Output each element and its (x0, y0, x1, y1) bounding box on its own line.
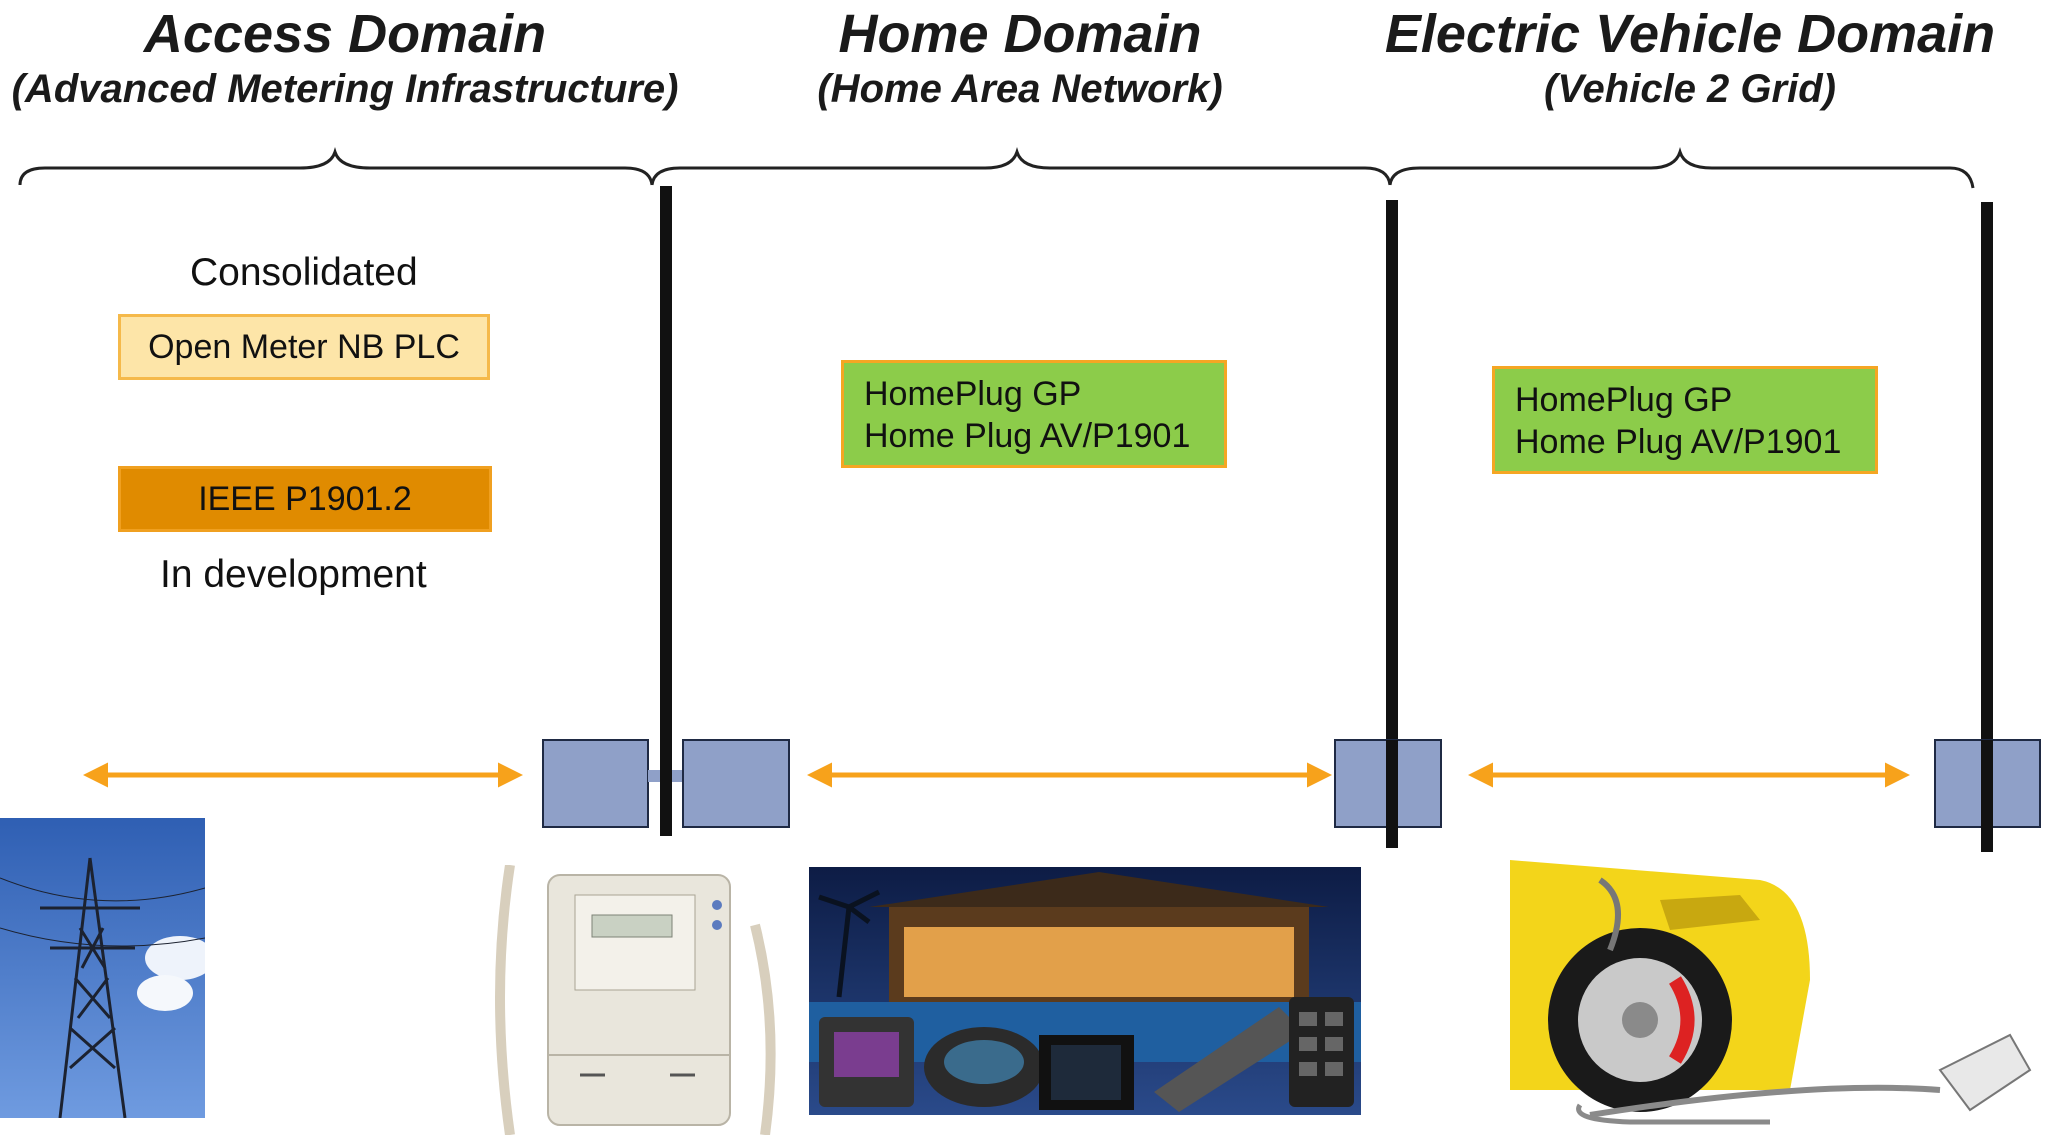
ev-brace (1388, 146, 1975, 189)
ev-homeplug-box: HomePlug GP Home Plug AV/P1901 (1492, 366, 1878, 474)
boundary-bar-ev-end (1981, 202, 1993, 852)
access-brace (18, 146, 654, 186)
ev-homeplug-line1: HomePlug GP (1515, 381, 1733, 419)
in-development-label: In development (160, 553, 427, 596)
ieee-p1901-2-box: IEEE P1901.2 (118, 466, 492, 532)
home-brace (650, 146, 1392, 186)
home-automation-photo (809, 867, 1361, 1115)
access-domain-subtitle: (Advanced Metering Infrastructure) (11, 67, 679, 111)
home-homeplug-box: HomePlug GP Home Plug AV/P1901 (841, 360, 1227, 468)
access-meter-node-right (682, 739, 790, 828)
ev-homeplug-line2: Home Plug AV/P1901 (1515, 423, 1842, 461)
home-domain-subtitle: (Home Area Network) (817, 67, 1223, 111)
access-meter-node-left (542, 739, 649, 828)
electric-car-charging-photo (1510, 860, 2040, 1130)
access-domain-title: Access Domain (143, 4, 547, 64)
power-pylon-photo (0, 818, 205, 1118)
consolidated-label: Consolidated (190, 251, 418, 294)
boundary-bar-access-home (660, 186, 672, 836)
ev-domain-title: Electric Vehicle Domain (1384, 4, 1996, 64)
open-meter-box: Open Meter NB PLC (118, 314, 490, 380)
home-homeplug-line1: HomePlug GP (864, 375, 1082, 413)
electricity-meter-photo (480, 865, 790, 1135)
ev-domain-subtitle: (Vehicle 2 Grid) (1544, 67, 1836, 111)
home-domain-title: Home Domain (838, 4, 1202, 64)
boundary-bar-home-ev (1386, 200, 1398, 848)
home-homeplug-line2: Home Plug AV/P1901 (864, 417, 1191, 455)
